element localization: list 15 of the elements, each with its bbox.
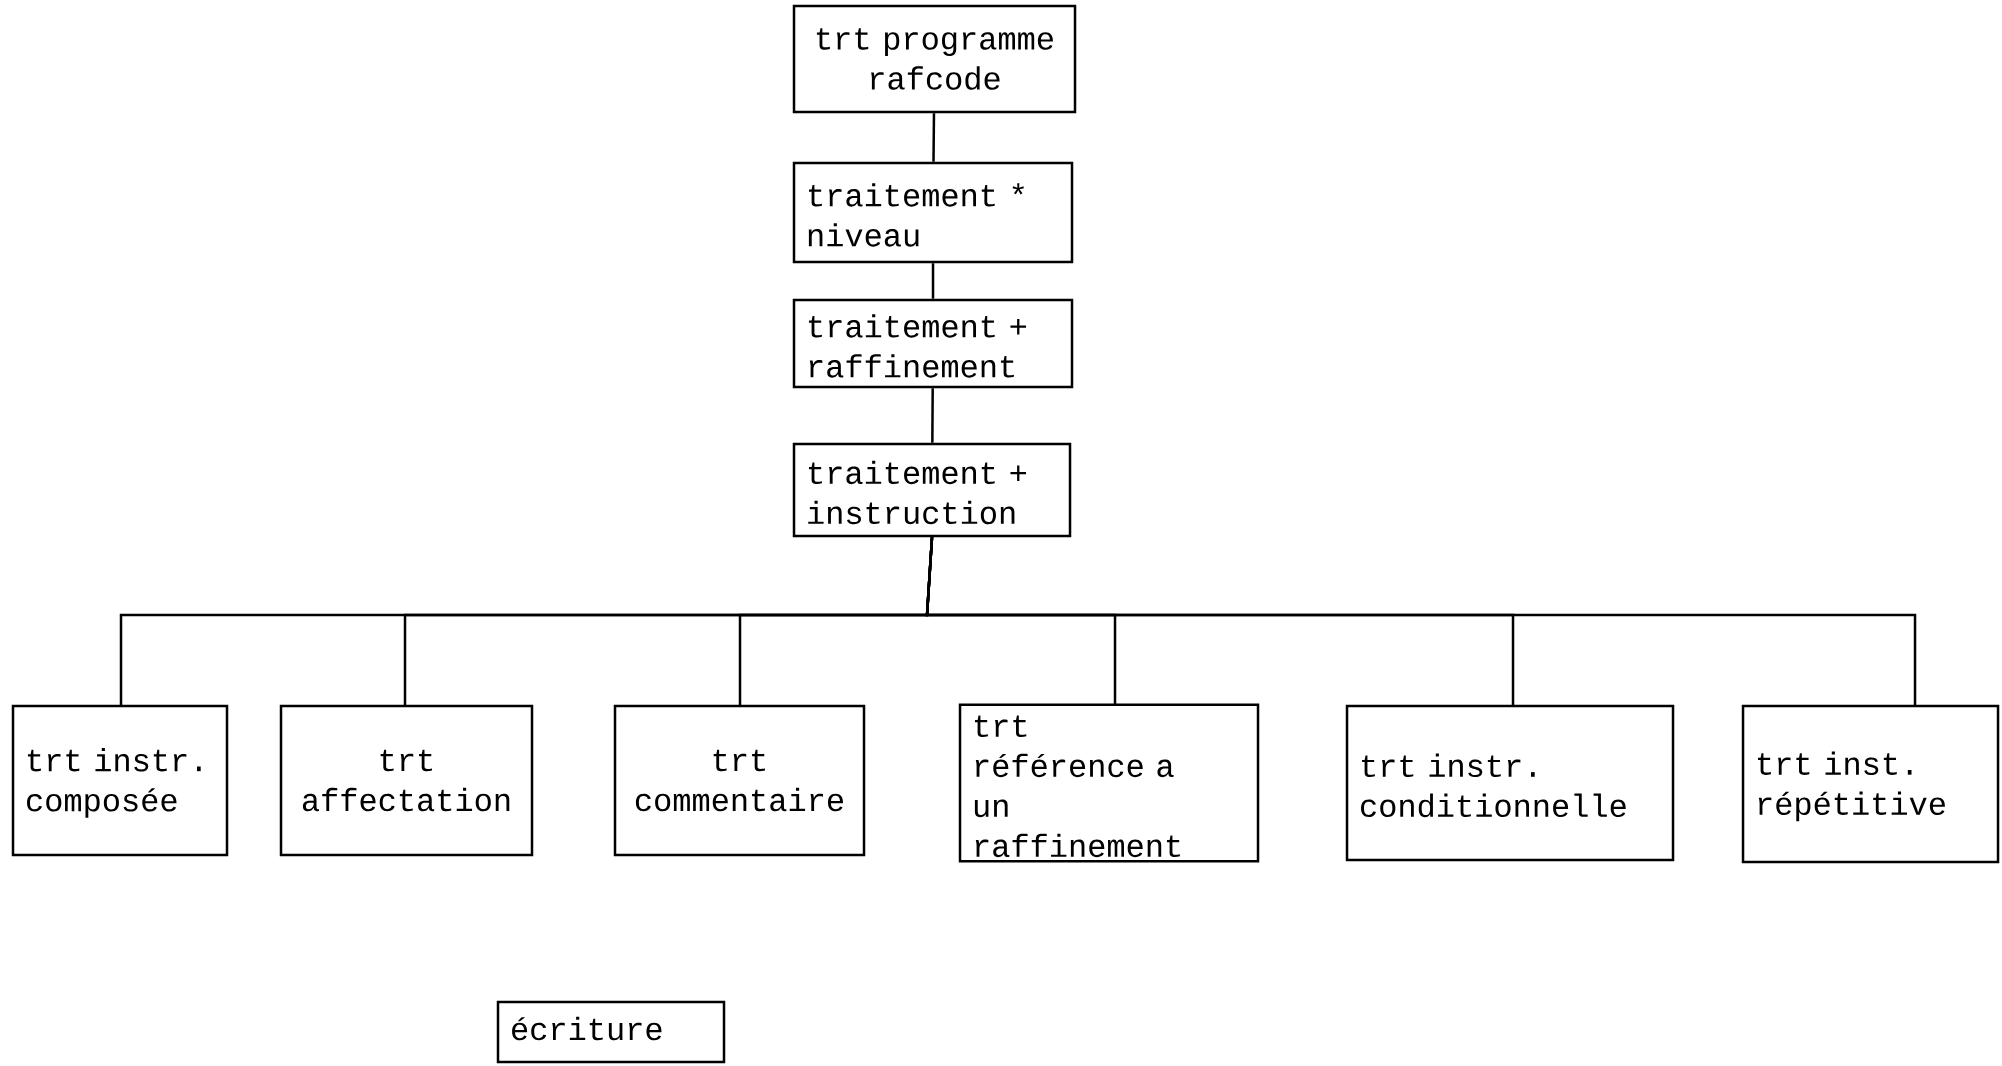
process-box: trt affectation: [279, 704, 534, 857]
process-box: traitement + instruction: [792, 442, 1072, 538]
connector-line: [931, 263, 935, 299]
process-box: trt inst. répétitive: [1741, 704, 2000, 864]
connector-line: [932, 113, 936, 162]
process-box: écriture: [496, 1000, 726, 1064]
connector-line: [931, 388, 934, 443]
process-box: trt instr. conditionnelle: [1345, 704, 1675, 862]
process-box: trt commentaire: [613, 704, 866, 857]
process-box: trt référence a un raffinement: [958, 703, 1260, 863]
process-box: traitement + raffinement: [792, 298, 1074, 389]
process-box: trt instr. composée: [11, 704, 229, 857]
process-box: traitement * niveau: [792, 161, 1074, 264]
process-box: trt programme rafcode: [792, 4, 1077, 114]
connector-line: [925, 537, 1917, 706]
